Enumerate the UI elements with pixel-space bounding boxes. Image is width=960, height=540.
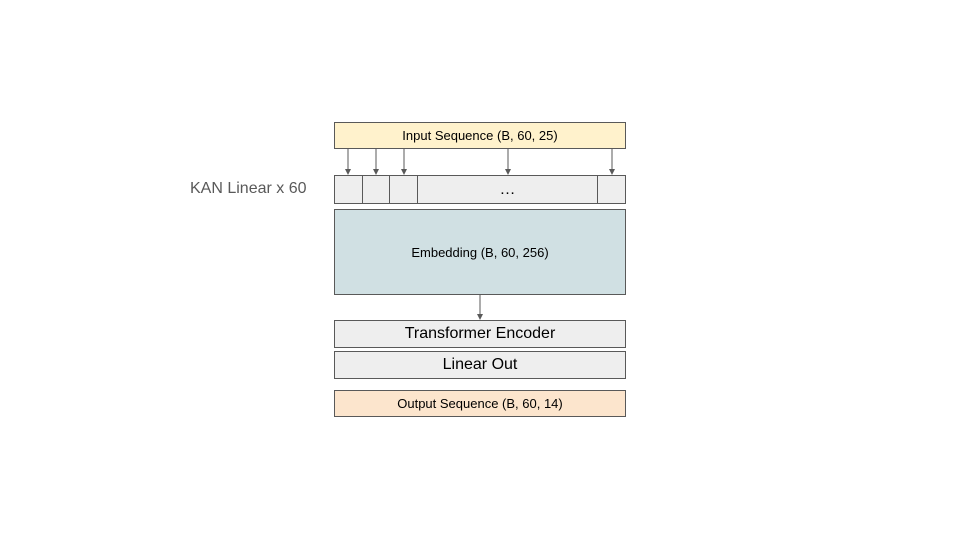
kan-linear-cell bbox=[363, 176, 390, 203]
linear-out-box: Linear Out bbox=[334, 351, 626, 379]
kan-linear-ellipsis-cell: … bbox=[418, 176, 598, 203]
kan-linear-row: … bbox=[334, 175, 626, 204]
output-sequence-box: Output Sequence (B, 60, 14) bbox=[334, 390, 626, 417]
kan-linear-cell bbox=[598, 176, 625, 203]
embedding-label: Embedding (B, 60, 256) bbox=[411, 244, 549, 260]
kan-linear-cell bbox=[390, 176, 418, 203]
input-sequence-label: Input Sequence (B, 60, 25) bbox=[402, 128, 558, 143]
linear-out-label: Linear Out bbox=[442, 356, 518, 373]
transformer-encoder-label: Transformer Encoder bbox=[404, 325, 556, 342]
embedding-box: Embedding (B, 60, 256) bbox=[334, 209, 626, 295]
output-sequence-label: Output Sequence (B, 60, 14) bbox=[397, 396, 563, 411]
transformer-encoder-box: Transformer Encoder bbox=[334, 320, 626, 348]
input-sequence-box: Input Sequence (B, 60, 25) bbox=[334, 122, 626, 149]
kan-linear-side-label: KAN Linear x 60 bbox=[190, 180, 307, 197]
kan-linear-cell bbox=[335, 176, 363, 203]
